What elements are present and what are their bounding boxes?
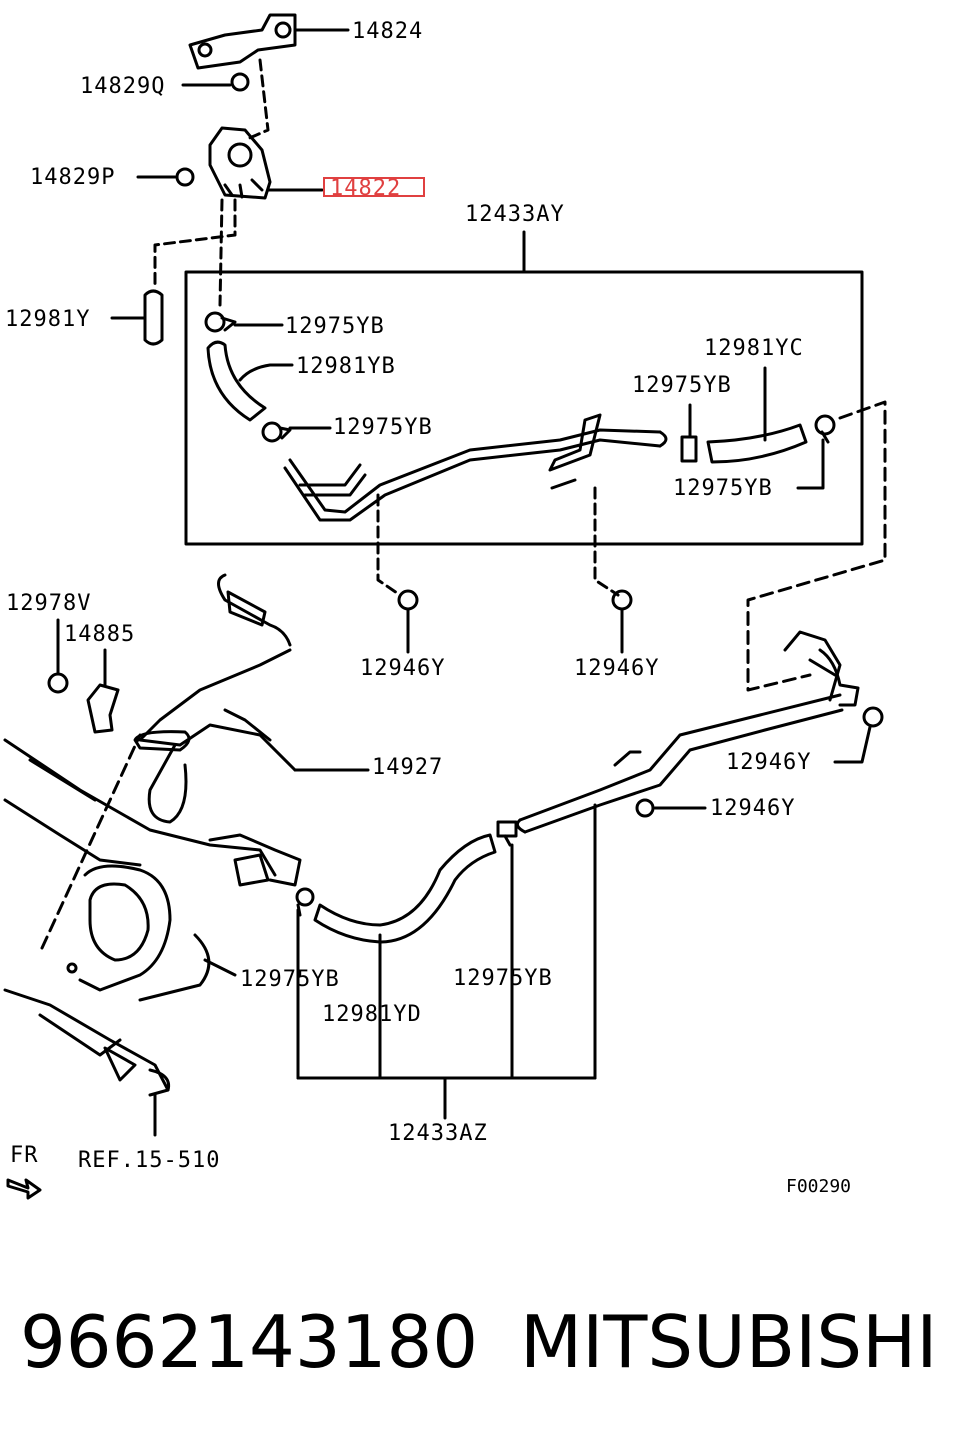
bracket-14885: [86, 648, 120, 734]
label-fr: FR: [10, 1143, 39, 1168]
label-12981yb: 12981YB: [296, 354, 396, 379]
clamp-12975yb-1: [204, 311, 284, 333]
label-14885: 14885: [64, 622, 135, 647]
bracket-14824: [188, 13, 350, 70]
label-14829p: 14829P: [30, 165, 115, 190]
label-12978v: 12978V: [6, 591, 91, 616]
label-14829q: 14829Q: [80, 74, 165, 99]
label-12433ay: 12433AY: [465, 202, 565, 227]
fuel-tank-outline: [3, 738, 302, 1097]
label-12946y-3: 12946Y: [726, 750, 811, 775]
nut-12946y-4: [635, 798, 707, 818]
clamp-12975yb-6: [496, 820, 518, 847]
label-12433az: 12433AZ: [388, 1121, 488, 1146]
hose-12981yc: [706, 366, 808, 464]
part-number: 9662143180: [20, 1300, 479, 1384]
sensor-harness-14927: [133, 573, 370, 824]
assembly-box-12433ay: [184, 270, 864, 546]
nut-12946y-2: [611, 589, 633, 654]
label-12975yb-3: 12975YB: [632, 373, 732, 398]
hose-12981yb: [206, 340, 294, 422]
pipe-assembly-upper: [283, 413, 668, 522]
hose-12981yd: [313, 833, 497, 944]
figure-code: F00290: [786, 1176, 851, 1197]
parts-diagram: 14824 14829Q 14829P 14822 12433AY 12981Y…: [3, 13, 887, 1200]
bolt-12978v: [47, 618, 69, 694]
nut-12946y-3: [833, 706, 884, 764]
label-12981yd: 12981YD: [322, 1002, 422, 1027]
brand-name: MITSUBISHI: [520, 1300, 938, 1384]
clamp-12975yb-2: [261, 421, 332, 443]
label-12975yb-6: 12975YB: [453, 966, 553, 991]
label-12946y-1: 12946Y: [360, 656, 445, 681]
hose-12981y: [110, 289, 164, 346]
clamp-12975yb-3: [680, 403, 698, 463]
label-ref: REF.15-510: [78, 1148, 220, 1173]
valve-block-14822: [208, 126, 324, 200]
label-12946y-2: 12946Y: [574, 656, 659, 681]
label-12975yb-4: 12975YB: [673, 476, 773, 501]
front-direction-arrow-icon: [6, 1178, 42, 1200]
footer: 9662143180 MITSUBISHI: [0, 1290, 960, 1410]
nut-12946y-1: [397, 589, 419, 654]
label-12946y-4: 12946Y: [710, 796, 795, 821]
label-12975yb-1: 12975YB: [285, 314, 385, 339]
pipe-assembly-lower: [515, 630, 860, 834]
nut-14829q: [181, 72, 250, 92]
label-14822: 14822: [330, 176, 401, 201]
clamp-12975yb-4: [796, 414, 836, 490]
highlight-box: [323, 177, 425, 197]
nut-14829p: [136, 167, 195, 187]
label-12975yb-2: 12975YB: [333, 415, 433, 440]
label-12981y: 12981Y: [5, 307, 90, 332]
label-14927: 14927: [372, 755, 443, 780]
label-14824: 14824: [352, 19, 423, 44]
label-12981yc: 12981YC: [704, 336, 804, 361]
label-12975yb-5: 12975YB: [240, 967, 340, 992]
